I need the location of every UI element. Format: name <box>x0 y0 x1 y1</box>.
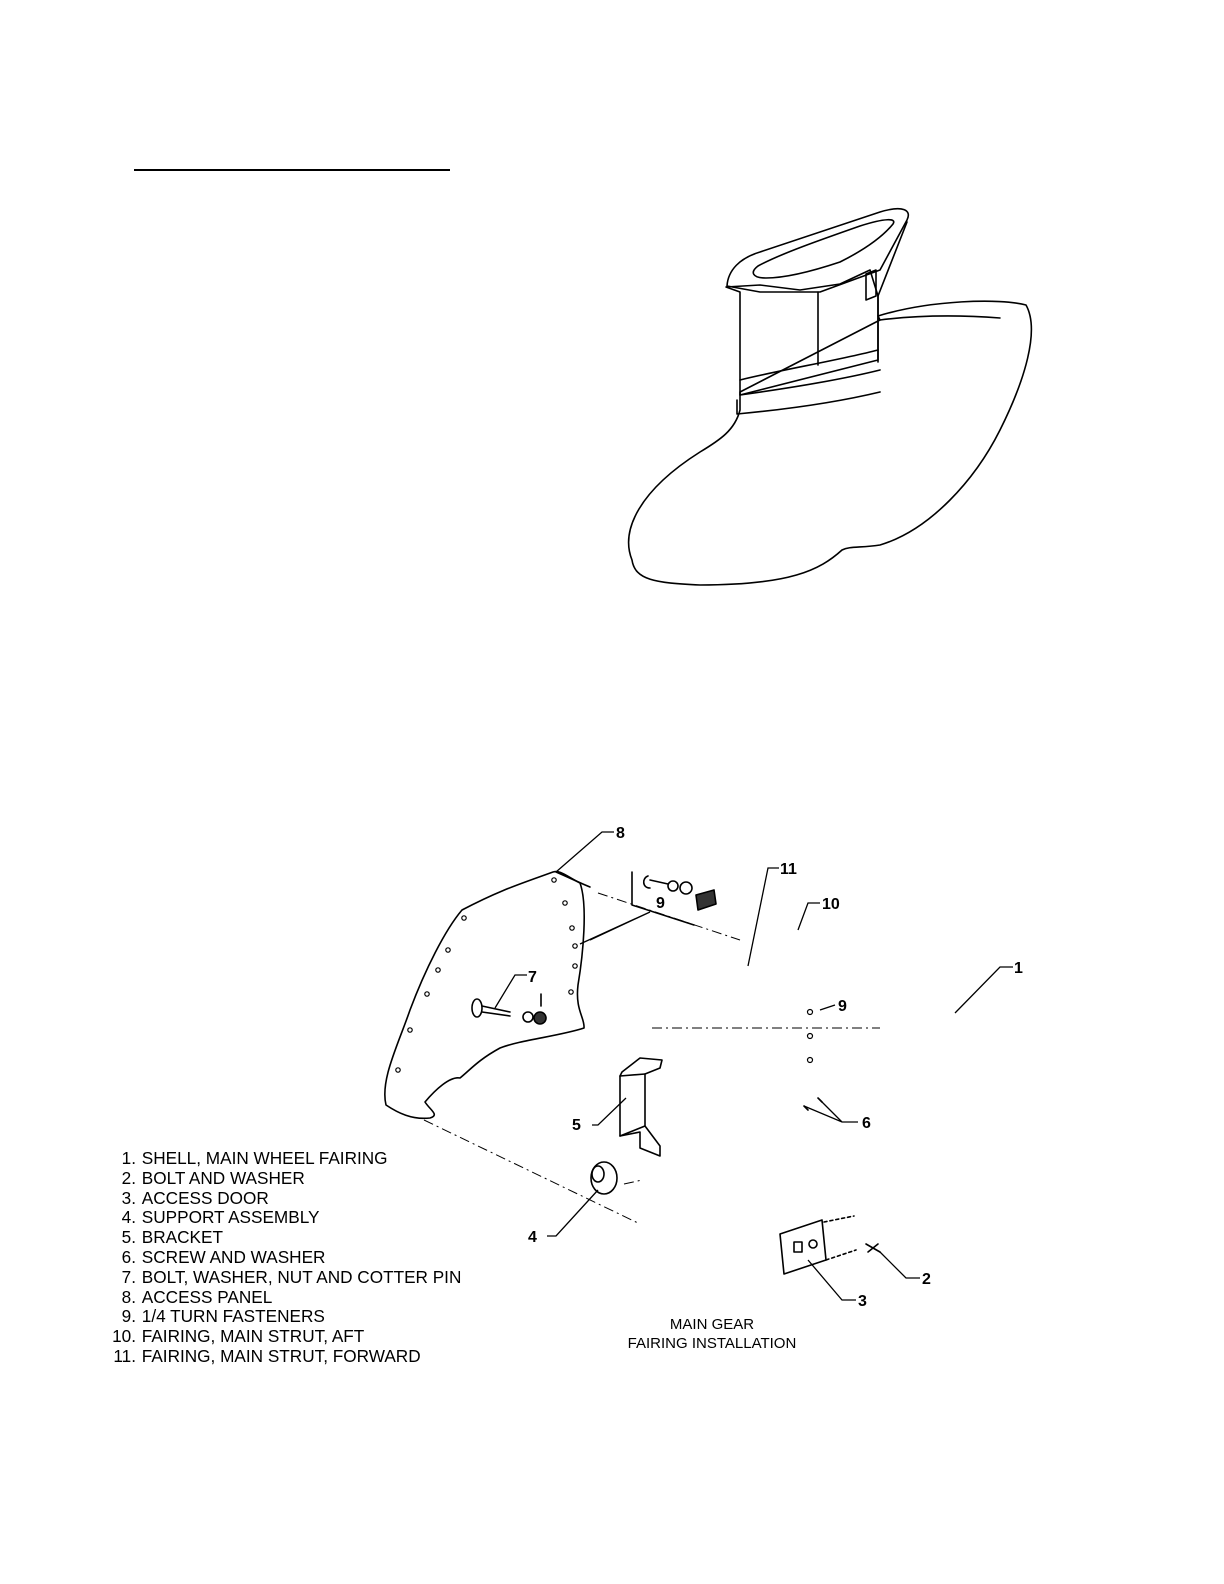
callout-4: 4 <box>528 1229 537 1246</box>
parts-legend: 1. SHELL, MAIN WHEEL FAIRING 2. BOLT AND… <box>100 1148 462 1367</box>
leader-9-top <box>579 911 651 945</box>
leader-8 <box>555 831 614 873</box>
leader-6 <box>803 1099 858 1123</box>
alignment-line-a <box>597 892 741 941</box>
leader-7 <box>494 974 527 1009</box>
legend-item: 8. ACCESS PANEL <box>121 1286 273 1307</box>
legend-item: 10. FAIRING, MAIN STRUT, AFT <box>112 1326 365 1347</box>
callout-7: 7 <box>528 969 537 986</box>
fastener-washer-b <box>679 881 693 895</box>
legend-item: 6. SCREW AND WASHER <box>121 1246 326 1267</box>
callout-9-top: 9 <box>656 895 665 912</box>
fastener-receptacle <box>695 889 717 911</box>
support-assembly-body <box>590 1161 618 1195</box>
access-door-hole-b <box>808 1239 818 1249</box>
callout-1: 1 <box>1014 960 1023 977</box>
legend-item: 3. ACCESS DOOR <box>121 1187 269 1208</box>
caption-line-1: MAIN GEAR <box>669 1316 755 1333</box>
callout-6: 6 <box>862 1115 871 1132</box>
callout-2: 2 <box>922 1271 931 1288</box>
fastener-bracket-outline <box>631 871 695 926</box>
strut-collar-band <box>739 349 881 396</box>
bolt-head <box>471 998 483 1018</box>
leader-11 <box>747 867 779 967</box>
shell-top-edge <box>879 315 1001 321</box>
access-panel-edge <box>555 871 591 888</box>
bolt-nut <box>533 1011 547 1025</box>
legend-item: 9. 1/4 TURN FASTENERS <box>121 1306 325 1327</box>
figure-caption: MAIN GEAR FAIRING INSTALLATION <box>600 1315 824 1353</box>
strut-right-face <box>877 221 908 363</box>
callout-9-strut: 9 <box>838 998 847 1015</box>
leader-4 <box>547 1189 599 1237</box>
leader-2 <box>879 1251 920 1279</box>
leader-10 <box>797 902 820 931</box>
strut-fairing-aft-opening <box>752 218 895 279</box>
access-panel <box>384 870 585 1120</box>
fastener-stud <box>642 875 669 889</box>
legend-item: 1. SHELL, MAIN WHEEL FAIRING <box>121 1148 388 1168</box>
bracket-flange <box>619 1073 646 1137</box>
callout-8: 8 <box>616 825 625 842</box>
legend-item: 5. BRACKET <box>121 1227 223 1248</box>
callout-3: 3 <box>858 1293 867 1310</box>
leader-5 <box>592 1097 627 1126</box>
access-door <box>779 1219 827 1275</box>
strut-fairing-top-collar <box>726 208 910 293</box>
leader-9-strut <box>819 1004 836 1011</box>
fastener-dots <box>395 877 814 1073</box>
shell-main-wheel-fairing <box>627 300 1033 586</box>
alignment-line-d <box>623 1179 643 1185</box>
strut-lower-band <box>736 391 881 415</box>
legend-item: 11. FAIRING, MAIN STRUT, FORWARD <box>113 1345 421 1366</box>
access-door-frame <box>823 1215 857 1261</box>
caption-line-2: FAIRING INSTALLATION <box>627 1335 797 1352</box>
support-assembly-face <box>591 1165 605 1183</box>
callout-5: 5 <box>572 1117 581 1134</box>
callout-10: 10 <box>822 896 840 913</box>
bolt-shank <box>481 1005 511 1017</box>
legend-item: 4. SUPPORT ASSEMBLY <box>121 1207 320 1228</box>
callout-11: 11 <box>780 861 797 878</box>
legend-item: 7. BOLT, WASHER, NUT AND COTTER PIN <box>121 1266 462 1287</box>
leader-3 <box>807 1259 856 1301</box>
bolt-and-washer <box>865 1243 881 1253</box>
legend-item: 2. BOLT AND WASHER <box>121 1167 305 1188</box>
leader-1 <box>954 966 1013 1014</box>
fastener-washer-a <box>667 880 679 892</box>
strut-side-slot <box>865 269 877 301</box>
bolt-washer <box>522 1011 534 1023</box>
header-rule <box>134 169 450 171</box>
access-door-hole-a <box>793 1241 803 1253</box>
bracket <box>619 1057 663 1157</box>
strut-fairing-forward <box>725 269 879 396</box>
